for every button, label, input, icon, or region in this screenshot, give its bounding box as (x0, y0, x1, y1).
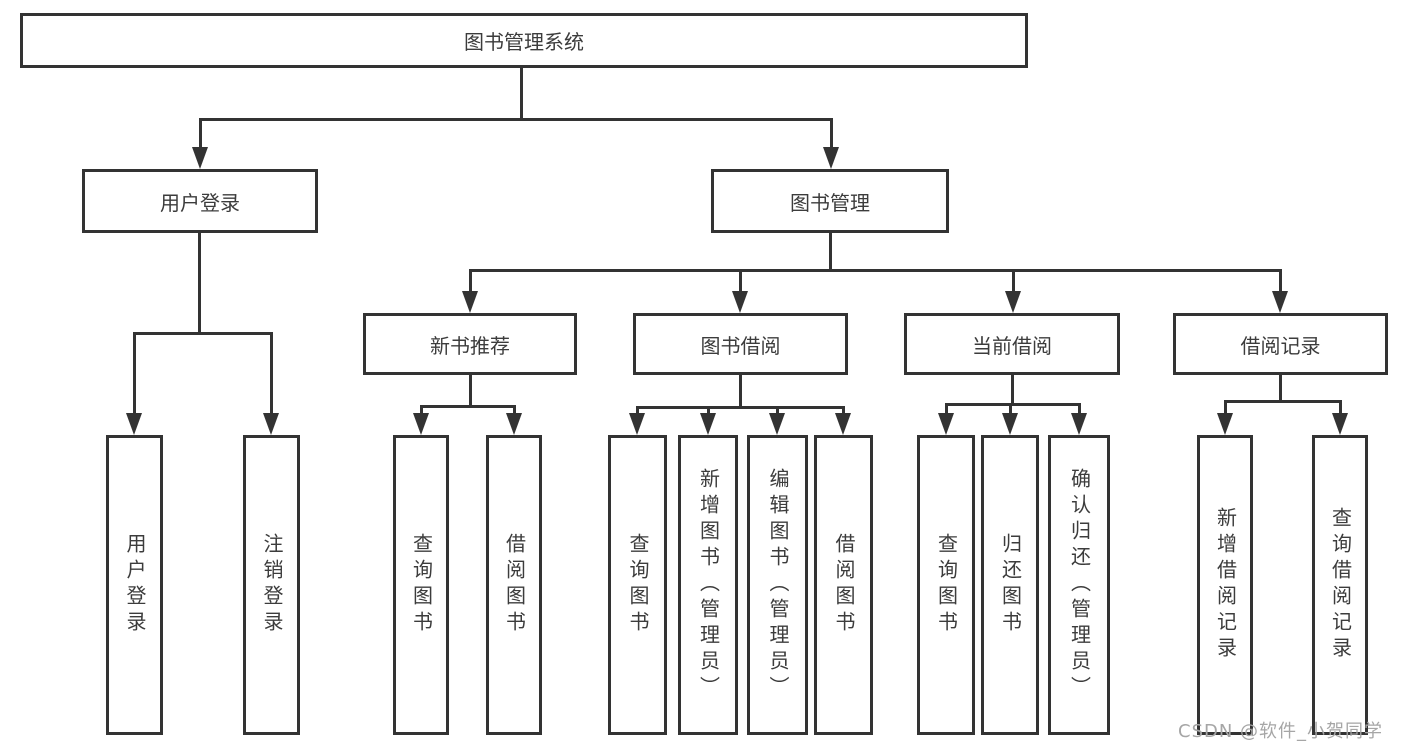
connector-stem-borrow-records (1279, 269, 1282, 293)
connector-stem-bb-borrow (842, 406, 845, 415)
node-book-management: 图书管理 (711, 169, 949, 233)
connector-nbr-branch (420, 405, 515, 408)
arrow-down-cb-return (1002, 413, 1018, 435)
leaf-cb-query-books: 查询图书 (917, 435, 975, 735)
arrow-down-bb-edit (769, 413, 785, 435)
connector-stem-br-add (1224, 400, 1227, 415)
arrow-down-current-borrow (1005, 291, 1021, 313)
leaf-bb-borrow-books: 借阅图书 (814, 435, 873, 735)
connector-book-mgmt-trunk (829, 233, 832, 272)
leaf-bb-query-books: 查询图书 (608, 435, 667, 735)
connector-stem-user-login (199, 118, 202, 149)
leaf-nbr-borrow-books: 借阅图书 (486, 435, 542, 735)
leaf-bb-edit-books-admin: 编辑图书（管理员） (747, 435, 808, 735)
leaf-cb-return-books: 归还图书 (981, 435, 1039, 735)
leaf-cb-confirm-return-admin: 确认归还（管理员） (1048, 435, 1110, 735)
connector-user-login-trunk (198, 233, 201, 334)
leaf-logout: 注销登录 (243, 435, 300, 735)
connector-stem-cb-return (1009, 403, 1012, 415)
connector-stem-login-leaf (133, 332, 136, 415)
arrow-down-bb-query (629, 413, 645, 435)
arrow-down-book-mgmt (823, 147, 839, 169)
connector-root-trunk (520, 68, 523, 121)
connector-stem-nbr-query (420, 405, 423, 415)
leaf-br-query-record: 查询借阅记录 (1312, 435, 1368, 735)
connector-nbr-trunk (469, 375, 472, 407)
connector-bb-branch (636, 406, 844, 409)
connector-book-mgmt-branch (469, 269, 1281, 272)
arrow-down-br-query (1332, 413, 1348, 435)
connector-stem-current-borrow (1012, 269, 1015, 293)
arrow-down-login-leaf (126, 413, 142, 435)
node-borrow-records: 借阅记录 (1173, 313, 1388, 375)
connector-stem-cb-query (945, 403, 948, 415)
node-new-book-recommend: 新书推荐 (363, 313, 577, 375)
leaf-bb-add-books-admin: 新增图书（管理员） (678, 435, 738, 735)
arrow-down-br-add (1217, 413, 1233, 435)
arrow-down-nbr-borrow (506, 413, 522, 435)
arrow-down-borrow-records (1272, 291, 1288, 313)
csdn-watermark: CSDN @软件_小贺同学 (1178, 721, 1384, 742)
node-root-library-system: 图书管理系统 (20, 13, 1028, 68)
node-user-login: 用户登录 (82, 169, 318, 233)
leaf-user-login: 用户登录 (106, 435, 163, 735)
connector-stem-bb-edit (776, 406, 779, 415)
node-current-borrow: 当前借阅 (904, 313, 1120, 375)
connector-stem-new-book-rec (469, 269, 472, 293)
arrow-down-new-book-rec (462, 291, 478, 313)
arrow-down-user-login (192, 147, 208, 169)
connector-stem-bb-add (707, 406, 710, 415)
connector-stem-logout-leaf (270, 332, 273, 415)
connector-br-trunk (1279, 375, 1282, 402)
connector-stem-br-query (1339, 400, 1342, 415)
leaf-br-add-record: 新增借阅记录 (1197, 435, 1253, 735)
connector-cb-branch (945, 403, 1080, 406)
connector-cb-trunk (1011, 375, 1014, 405)
arrow-down-bb-add (700, 413, 716, 435)
arrow-down-logout-leaf (263, 413, 279, 435)
arrow-down-bb-borrow (835, 413, 851, 435)
connector-br-branch (1224, 400, 1341, 403)
leaf-nbr-query-books: 查询图书 (393, 435, 449, 735)
connector-stem-bb-query (636, 406, 639, 415)
connector-stem-book-borrow (739, 269, 742, 293)
connector-stem-book-mgmt (830, 118, 833, 149)
arrow-down-cb-query (938, 413, 954, 435)
node-book-borrow: 图书借阅 (633, 313, 848, 375)
arrow-down-cb-confirm (1071, 413, 1087, 435)
connector-bb-trunk (739, 375, 742, 408)
connector-stem-nbr-borrow (513, 405, 516, 415)
connector-root-branch (199, 118, 833, 121)
arrow-down-book-borrow (732, 291, 748, 313)
connector-user-login-branch (133, 332, 273, 335)
arrow-down-nbr-query (413, 413, 429, 435)
connector-stem-cb-confirm (1078, 403, 1081, 415)
